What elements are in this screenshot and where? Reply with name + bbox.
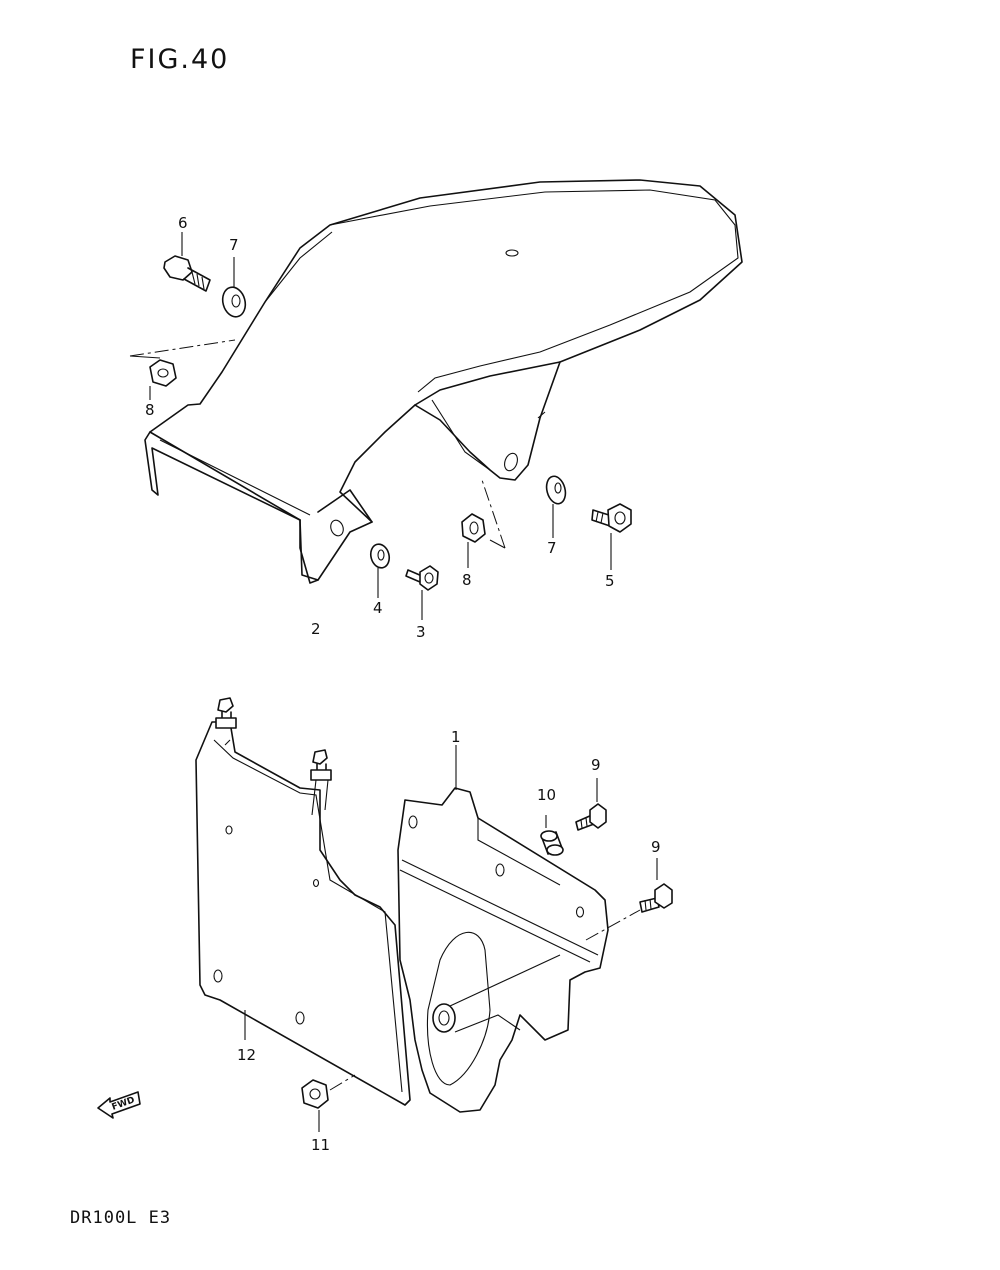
bolt-part-3 [405,565,439,620]
nut-part-8-lower [461,513,486,568]
model-code: DR100L E3 [70,1208,172,1228]
nut-part-11 [301,1074,356,1132]
figure-title: FIG.40 [130,44,230,75]
bolt-part-5 [591,503,632,570]
side-plate-part-12 [195,697,411,1106]
rear-fender [144,179,743,584]
collar-part-10 [540,815,564,856]
label-part-11: 11 [311,1136,330,1154]
label-part-8-lower: 8 [462,571,472,589]
label-part-12: 12 [237,1046,256,1064]
part-labels: 6 7 8 2 4 3 8 7 5 1 9 10 9 12 11 [145,214,661,1154]
label-part-4: 4 [373,599,383,617]
upper-leader-lines [129,339,506,549]
label-part-8-upper: 8 [145,401,155,419]
bracket-part-1 [397,787,609,1113]
nut-part-8-upper [149,359,177,400]
label-part-5: 5 [605,572,615,590]
label-part-9-right: 9 [651,838,661,856]
washer-part-7-right [545,475,567,538]
label-part-10: 10 [537,786,556,804]
washer-part-7-upper [221,257,247,318]
label-part-9-upper: 9 [591,756,601,774]
label-part-6: 6 [178,214,188,232]
bolt-part-9-upper [575,778,607,831]
bolt-part-6 [163,232,211,292]
fwd-arrow-icon: FWD [97,1091,141,1119]
label-part-7-upper: 7 [229,236,239,254]
label-part-3: 3 [416,623,426,641]
washer-part-4 [369,543,391,598]
label-part-7-right: 7 [547,539,557,557]
lower-leader-lines [224,739,457,1040]
label-part-2: 2 [311,620,321,638]
bolt-part-9-right [585,858,673,941]
label-part-1: 1 [451,728,461,746]
